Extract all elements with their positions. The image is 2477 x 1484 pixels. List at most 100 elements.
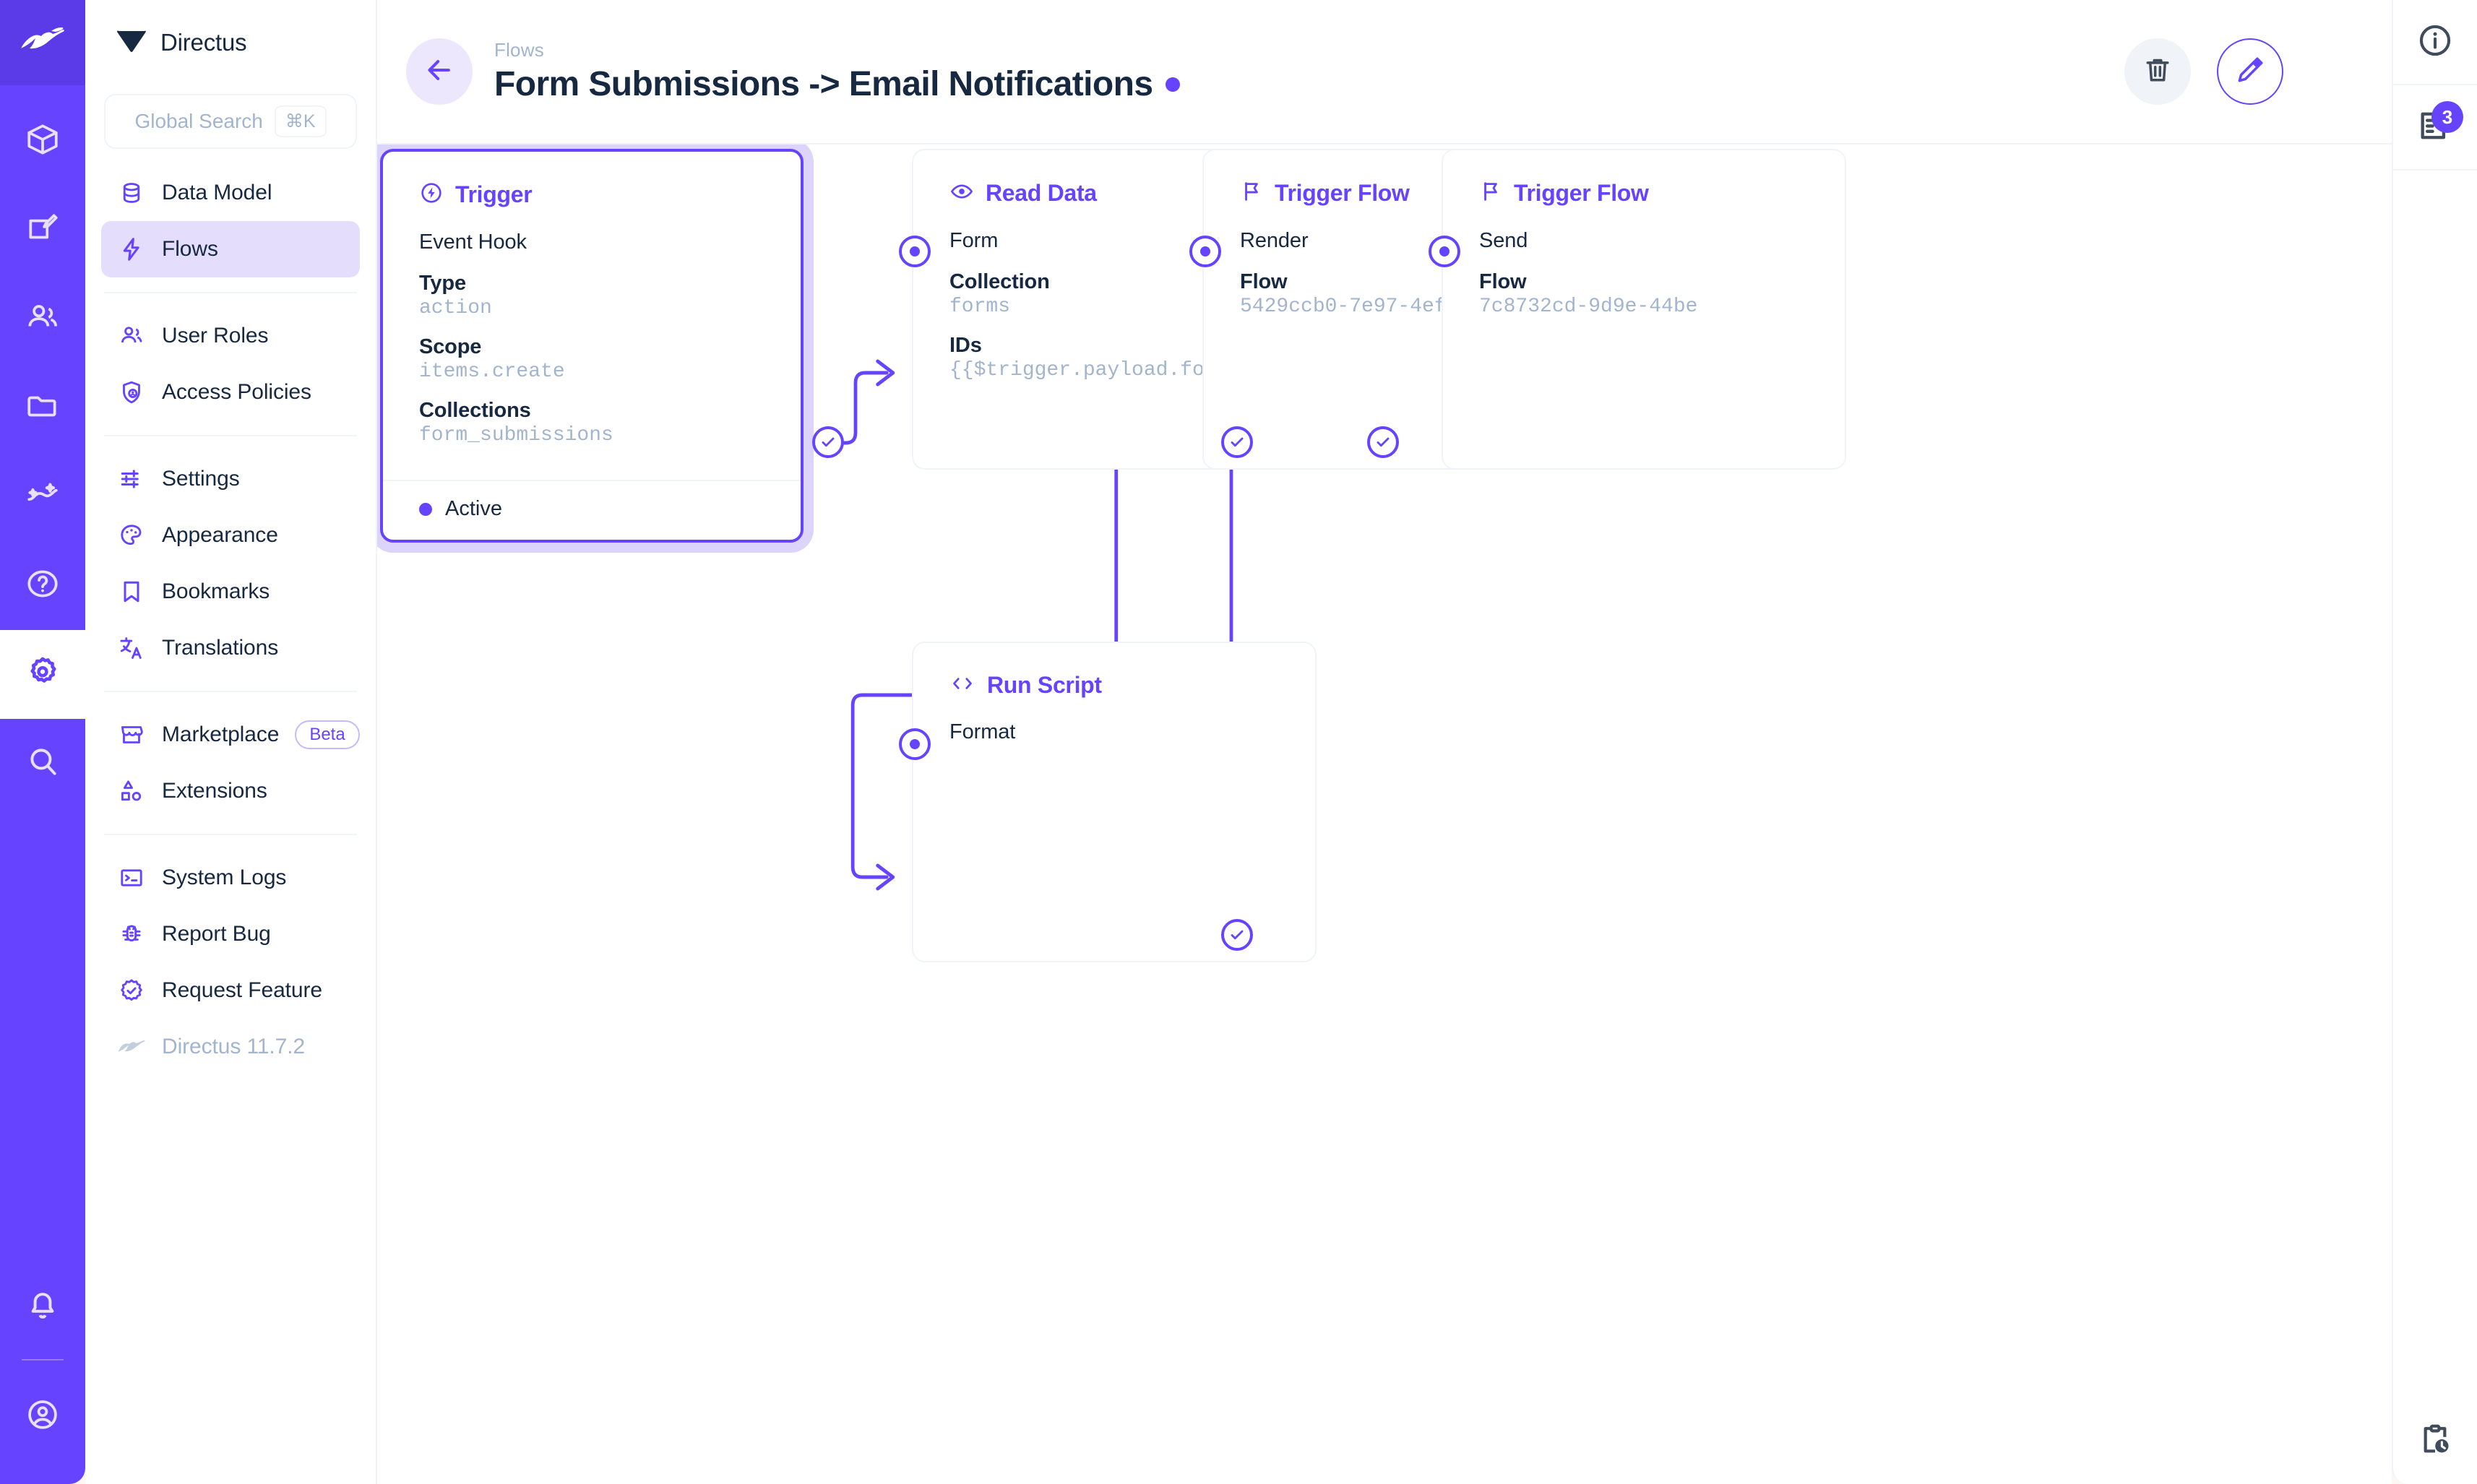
field-key: Type bbox=[419, 272, 466, 295]
bolt-circle-icon bbox=[419, 181, 444, 209]
node-field: IDs {{$trigger.payload.form}} bbox=[949, 334, 1279, 381]
port-input-read-data[interactable] bbox=[899, 236, 931, 267]
module-button-search[interactable] bbox=[0, 719, 85, 808]
node-type-label: Trigger Flow bbox=[1514, 180, 1649, 206]
node-type-label: Read Data bbox=[986, 180, 1097, 206]
sidebar-item-system-logs[interactable]: System Logs bbox=[101, 850, 360, 906]
port-input-trigger-flow-send[interactable] bbox=[1429, 236, 1460, 267]
node-header: Trigger Flow bbox=[1240, 179, 1569, 207]
sidebar-item-translations[interactable]: Translations bbox=[101, 620, 360, 676]
node-type-label: Trigger bbox=[455, 181, 533, 207]
module-button-editor[interactable] bbox=[0, 186, 85, 275]
nav-group-config: Settings Appearance bbox=[101, 451, 360, 676]
question-circle-icon bbox=[25, 566, 61, 605]
port-core bbox=[910, 739, 920, 749]
node-field: Flow 7c8732cd-9d9e-44be bbox=[1479, 270, 1809, 318]
port-core bbox=[910, 246, 920, 256]
module-button-content[interactable] bbox=[0, 97, 85, 186]
flow-node-trigger[interactable]: Trigger Event Hook Type action Scope ite… bbox=[380, 149, 804, 543]
edit-flow-button[interactable] bbox=[2217, 38, 2283, 105]
nav-divider bbox=[104, 292, 357, 293]
node-field: Collections form_submissions bbox=[419, 399, 764, 447]
module-button-file-library[interactable] bbox=[0, 363, 85, 452]
eye-icon bbox=[949, 179, 974, 207]
bell-icon bbox=[25, 1289, 61, 1329]
port-resolve-read-data[interactable] bbox=[1221, 426, 1253, 458]
sidebar-item-label: Report Bug bbox=[162, 922, 271, 946]
flow-node-run-script[interactable]: Run Script Format bbox=[912, 642, 1317, 962]
module-rail-bottom bbox=[0, 1264, 85, 1484]
sliders-icon bbox=[117, 465, 146, 493]
field-key: Collections bbox=[419, 399, 531, 422]
field-key: Flow bbox=[1479, 270, 1527, 293]
directus-mark-icon bbox=[116, 29, 147, 57]
port-resolve-run-script[interactable] bbox=[1221, 919, 1253, 951]
sidebar-item-access-policies[interactable]: Access Policies bbox=[101, 364, 360, 420]
sidebar-item-label: Settings bbox=[162, 467, 240, 491]
title-row: Form Submissions -> Email Notifications bbox=[494, 64, 1181, 104]
flag-icon bbox=[1240, 179, 1263, 207]
info-panel-button[interactable] bbox=[2393, 0, 2477, 85]
flow-logs-button[interactable] bbox=[2393, 1399, 2477, 1484]
sidebar-item-request-feature[interactable]: Request Feature bbox=[101, 962, 360, 1019]
port-input-run-script[interactable] bbox=[899, 728, 931, 760]
port-resolve-trigger[interactable] bbox=[812, 426, 844, 458]
module-button-settings[interactable] bbox=[0, 630, 85, 719]
account-button[interactable] bbox=[0, 1372, 85, 1461]
project-row[interactable]: Directus bbox=[101, 0, 360, 85]
field-key: IDs bbox=[949, 334, 982, 357]
module-button-insights[interactable] bbox=[0, 452, 85, 541]
sidebar-item-extensions[interactable]: Extensions bbox=[101, 763, 360, 819]
clipboard-clock-icon bbox=[2417, 1422, 2453, 1462]
node-header: Read Data bbox=[949, 179, 1279, 207]
rail-divider bbox=[22, 1359, 64, 1360]
edit-box-icon bbox=[25, 210, 61, 250]
node-subtitle: Format bbox=[949, 720, 1016, 743]
database-icon bbox=[117, 178, 146, 207]
sidebar-item-flows[interactable]: Flows bbox=[101, 221, 360, 277]
node-field: Collection forms bbox=[949, 270, 1279, 318]
sidebar-item-marketplace[interactable]: Marketplace Beta bbox=[101, 707, 360, 763]
flow-canvas[interactable]: Trigger Event Hook Type action Scope ite… bbox=[377, 144, 2392, 1484]
node-subtitle: Render bbox=[1240, 229, 1309, 252]
flow-node-trigger-flow-send[interactable]: Trigger Flow Send Flow 7c8732cd-9d9e-44b… bbox=[1442, 149, 1846, 470]
active-status-dot bbox=[419, 502, 432, 516]
node-header: Trigger Flow bbox=[1479, 179, 1809, 207]
sidebar-item-bookmarks[interactable]: Bookmarks bbox=[101, 564, 360, 620]
palette-icon bbox=[117, 521, 146, 550]
terminal-icon bbox=[117, 863, 146, 892]
directus-logo-button[interactable] bbox=[0, 0, 85, 85]
sidebar-item-report-bug[interactable]: Report Bug bbox=[101, 906, 360, 962]
main-area: Flows Form Submissions -> Email Notifica… bbox=[377, 0, 2392, 1484]
shield-user-icon bbox=[117, 378, 146, 407]
sidebar-item-user-roles[interactable]: User Roles bbox=[101, 308, 360, 364]
port-core bbox=[1439, 246, 1449, 256]
node-body: Trigger Event Hook Type action Scope ite… bbox=[383, 152, 801, 480]
sidebar-item-label: Data Model bbox=[162, 181, 272, 204]
sidebar-item-settings[interactable]: Settings bbox=[101, 451, 360, 507]
port-input-trigger-flow-render[interactable] bbox=[1189, 236, 1221, 267]
module-button-user-directory[interactable] bbox=[0, 275, 85, 363]
users-icon bbox=[25, 299, 61, 339]
account-circle-icon bbox=[25, 1397, 61, 1436]
revisions-button[interactable]: 3 bbox=[2393, 85, 2477, 171]
sidebar-item-appearance[interactable]: Appearance bbox=[101, 507, 360, 564]
field-key: Collection bbox=[949, 270, 1050, 293]
code-brackets-icon bbox=[949, 673, 975, 698]
search-input[interactable]: Global Search ⌘K bbox=[104, 94, 357, 149]
notifications-button[interactable] bbox=[0, 1264, 85, 1353]
flag-icon bbox=[1479, 179, 1502, 207]
breadcrumb[interactable]: Flows bbox=[494, 39, 544, 61]
module-button-help[interactable] bbox=[0, 541, 85, 630]
back-button[interactable] bbox=[406, 38, 473, 105]
sidebar-item-data-model[interactable]: Data Model bbox=[101, 165, 360, 221]
node-subtitle: Event Hook bbox=[419, 230, 527, 254]
insights-sparkle-icon bbox=[25, 477, 61, 517]
delete-flow-button[interactable] bbox=[2124, 38, 2191, 105]
revisions-count-badge: 3 bbox=[2431, 101, 2463, 133]
sidebar-item-label: Bookmarks bbox=[162, 579, 270, 603]
nav-group-access: User Roles Access Policies bbox=[101, 308, 360, 420]
node-body: Run Script Format bbox=[913, 643, 1315, 961]
active-status-label: Active bbox=[445, 497, 502, 520]
port-resolve-trigger-flow-render[interactable] bbox=[1367, 426, 1399, 458]
